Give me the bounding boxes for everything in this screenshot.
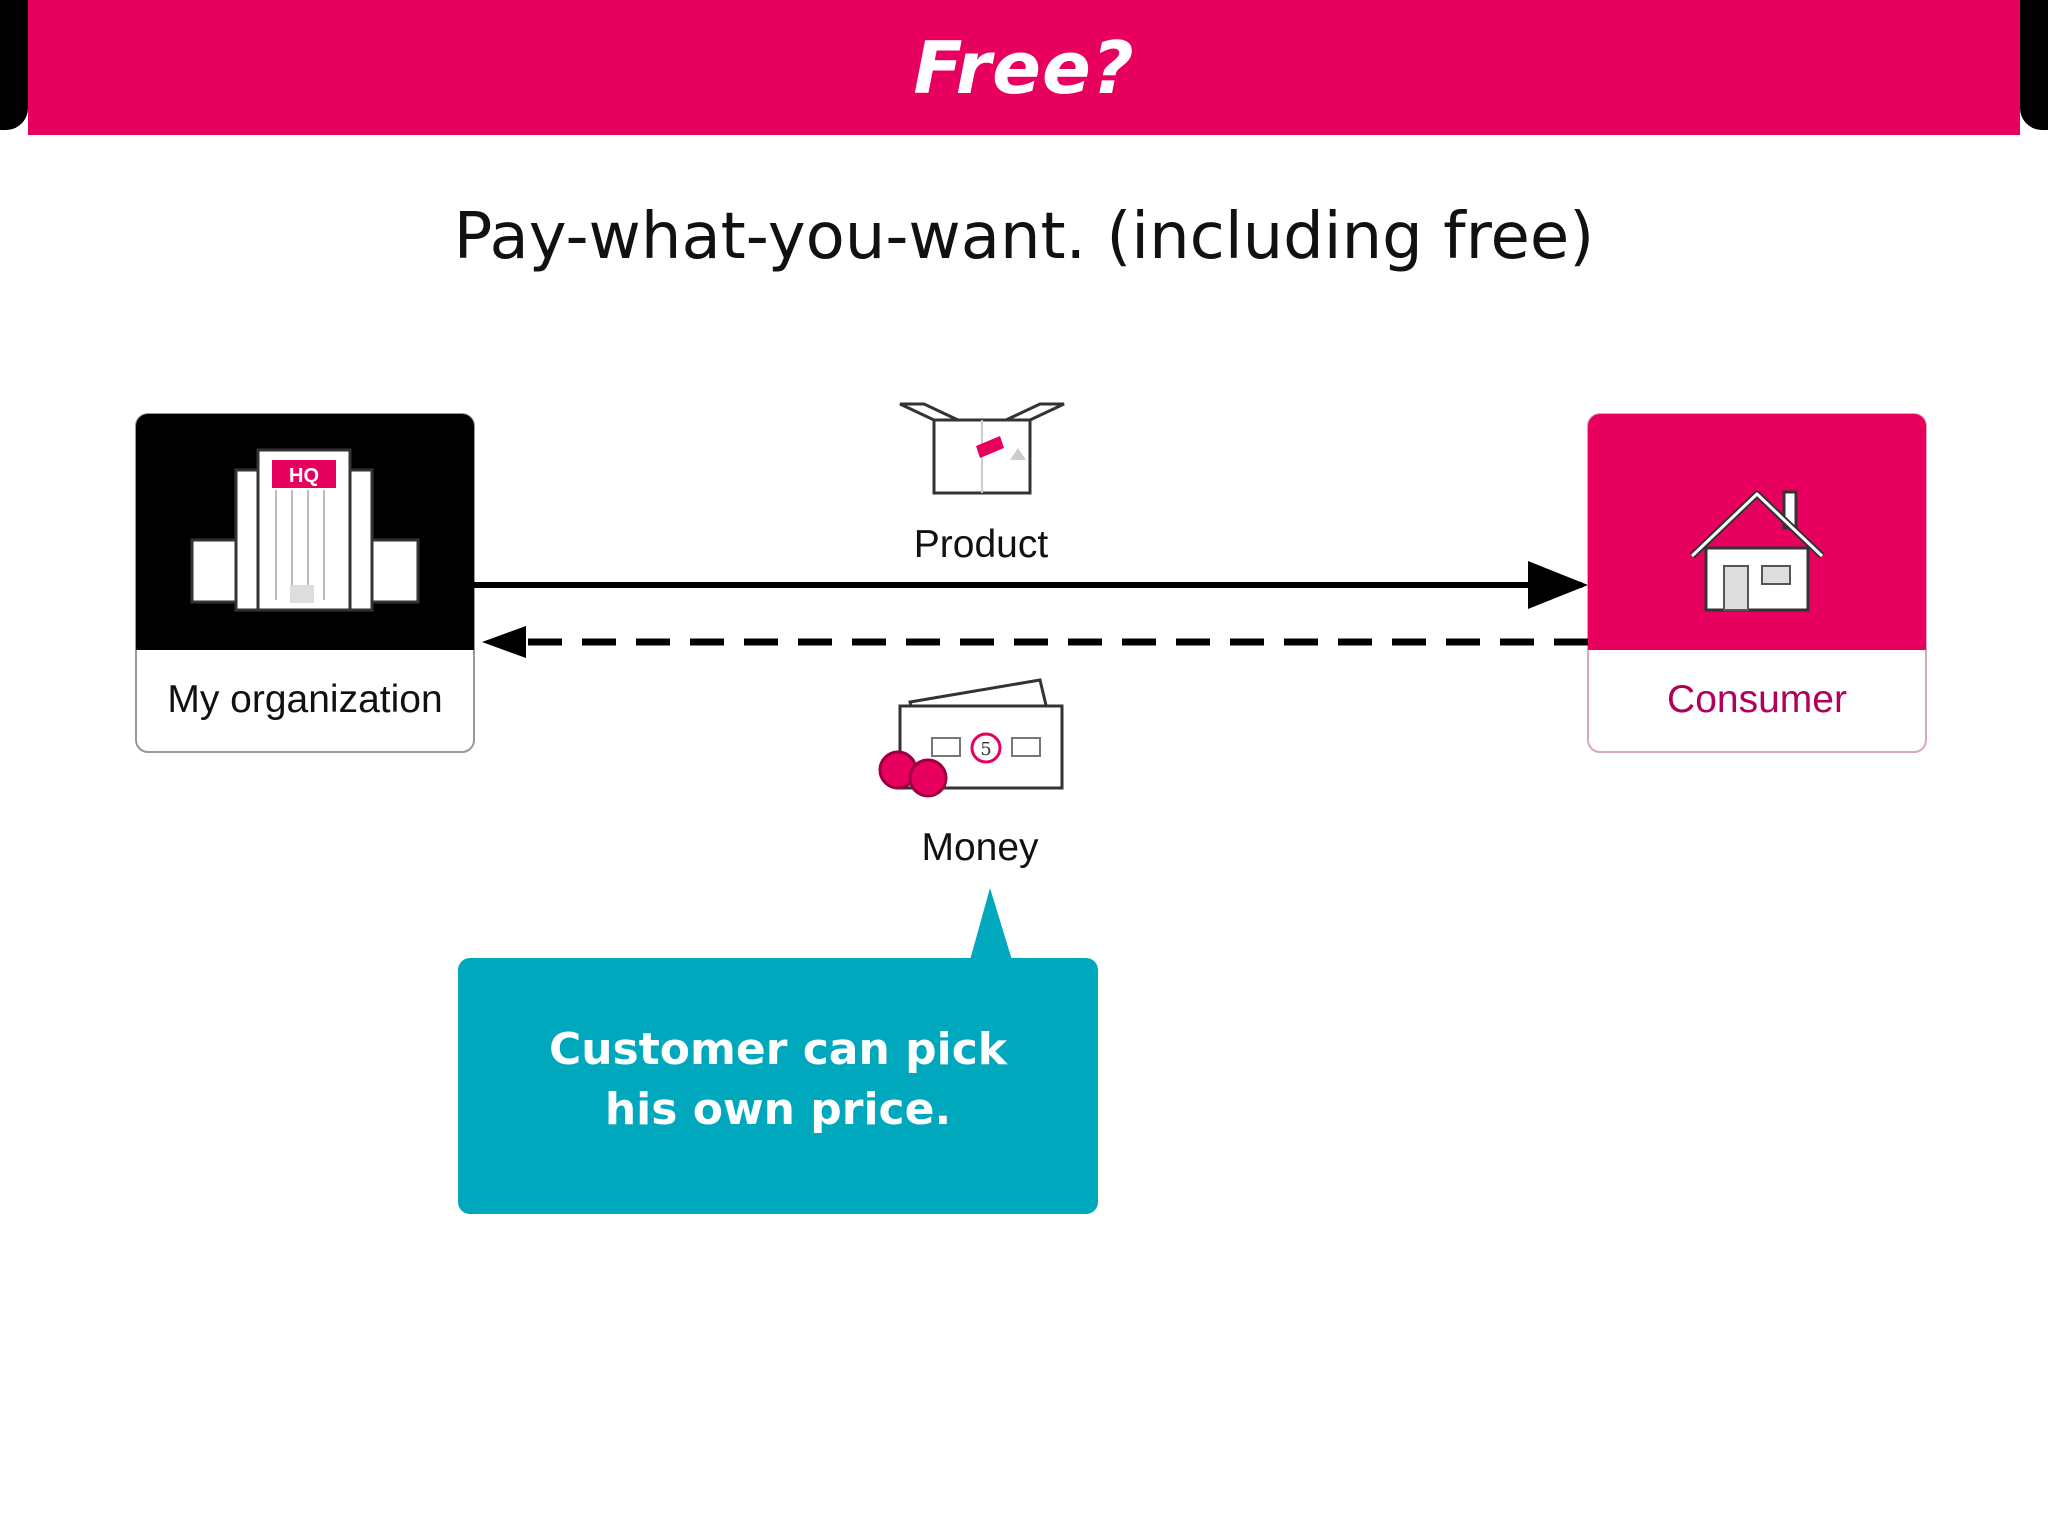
slide-title: Free? [913,25,1135,110]
box-icon [899,402,1065,495]
callout-box [458,958,1098,1214]
callout-line-1: Customer can pick [548,1024,1008,1075]
organization-label: My organization [167,678,442,721]
house-icon [1689,490,1825,612]
callout-bubble [458,888,1098,1214]
organization-node: HQ My organization [135,413,475,753]
callout-pointer [970,888,1012,960]
money-flow: 5 Money [482,626,1588,869]
money-icon: 5 [878,678,1064,798]
title-banner: Free? [28,0,2020,135]
money-arrowhead [482,626,526,658]
banknote-value: 5 [980,739,991,760]
callout-text: Customer can pick his own price. [458,1020,1098,1140]
consumer-node: Consumer [1587,413,1927,753]
product-flow: Product [474,402,1588,609]
slide-subtitle: Pay-what-you-want. (including free) [453,200,1595,274]
hq-badge: HQ [289,465,319,487]
callout-line-2: his own price. [604,1084,952,1135]
consumer-label: Consumer [1667,678,1847,721]
corner-decoration-right [2020,0,2048,130]
corner-decoration-left [0,0,28,130]
hq-building-icon: HQ [190,448,420,612]
money-label: Money [921,826,1039,869]
product-label: Product [914,523,1049,566]
